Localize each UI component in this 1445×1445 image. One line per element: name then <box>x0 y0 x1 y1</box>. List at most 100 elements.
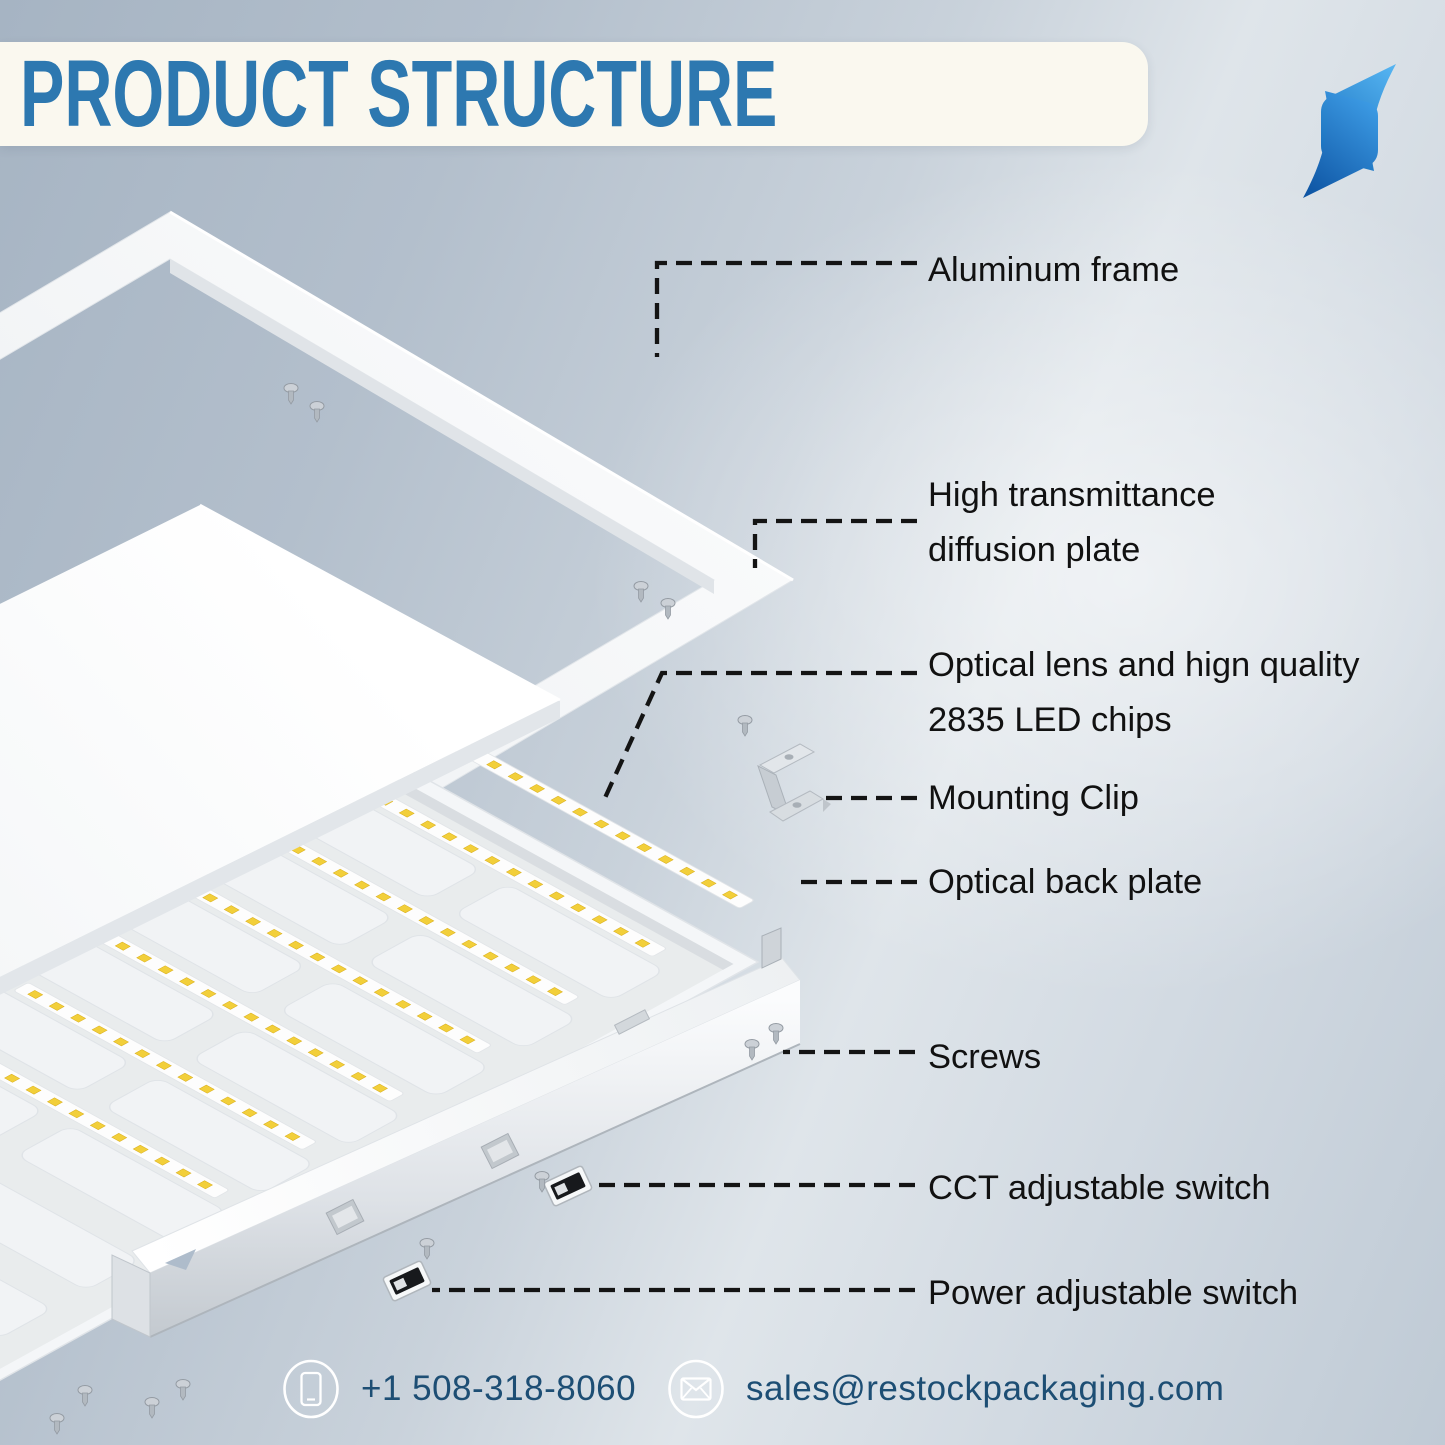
led-chip <box>529 784 546 793</box>
led-chip <box>284 1132 301 1141</box>
led-chip <box>200 989 217 998</box>
led-chip <box>223 905 240 915</box>
led-chip <box>263 1120 280 1130</box>
led-chip <box>136 953 153 963</box>
leader-aluminum-frame <box>654 260 917 357</box>
led-chip <box>459 1035 476 1045</box>
screw-icon <box>144 1397 160 1419</box>
led-chip <box>243 1012 260 1022</box>
led-chip <box>398 808 415 818</box>
led-chip <box>463 844 479 854</box>
led-chip <box>332 868 349 878</box>
led-chip <box>375 892 392 902</box>
led-chip <box>570 903 587 913</box>
led-chip <box>550 795 567 805</box>
led-chip <box>614 831 631 841</box>
leader-optical-lens <box>602 670 917 801</box>
led-chip <box>4 1073 21 1083</box>
led-chip <box>486 760 503 770</box>
led-chip <box>70 1013 87 1023</box>
panel-emboss <box>0 978 127 1090</box>
led-chip <box>220 1096 237 1106</box>
panel-emboss <box>196 1031 398 1143</box>
led-chip <box>155 1061 172 1070</box>
panel-emboss <box>0 1026 39 1138</box>
led-chip <box>113 1037 129 1047</box>
led-chip <box>547 987 563 996</box>
led-chip <box>197 1180 213 1190</box>
led-chip <box>330 964 347 974</box>
panel-emboss <box>108 1080 310 1191</box>
led-chip <box>179 977 196 987</box>
led-chip <box>396 904 413 914</box>
led-chip <box>177 1072 194 1082</box>
led-chip <box>505 867 522 877</box>
led-chip <box>350 1071 367 1081</box>
led-chip <box>175 1168 192 1178</box>
led-chip <box>329 1060 346 1069</box>
led-chip <box>48 1001 65 1011</box>
led-chip <box>461 939 478 949</box>
leader-diffusion-plate <box>752 518 917 568</box>
led-chip <box>439 928 456 937</box>
screw-icon <box>283 383 299 405</box>
mail-icon <box>668 1359 724 1419</box>
led-chip <box>507 772 524 782</box>
screw-icon <box>419 1238 435 1260</box>
page-title: PRODUCT STRUCTURE <box>20 40 778 147</box>
led-chip <box>372 1083 388 1093</box>
led-chip <box>27 990 44 999</box>
led-chip <box>420 820 437 830</box>
led-chip <box>25 1085 42 1095</box>
led-chip <box>571 807 588 817</box>
led-chip <box>309 952 326 962</box>
led-chip <box>441 832 458 842</box>
panel-emboss <box>371 935 573 1047</box>
led-chip <box>354 880 371 890</box>
led-chip <box>111 1133 128 1142</box>
led-chip <box>593 819 610 829</box>
led-chip <box>395 999 412 1009</box>
driver-housing-graphic <box>111 927 801 1338</box>
led-chip <box>636 843 653 853</box>
screw-icon <box>77 1385 93 1407</box>
panel-emboss <box>0 1224 48 1336</box>
footer-email-address: sales@restockpackaging.com <box>746 1369 1225 1408</box>
led-chip <box>154 1156 171 1166</box>
panel-emboss <box>283 983 485 1095</box>
label-power-switch: Power adjustable switch <box>928 1274 1299 1312</box>
led-chip <box>700 878 717 888</box>
power-switch-graphic <box>381 1259 433 1303</box>
led-chip <box>484 856 501 865</box>
phone-icon <box>283 1359 339 1419</box>
led-chip <box>418 916 435 925</box>
label-cct-switch: CCT adjustable switch <box>928 1169 1271 1207</box>
screw-icon <box>175 1379 191 1401</box>
title-banner: PRODUCT STRUCTURE <box>0 42 1148 146</box>
label-optical-lens: Optical lens and hign quality 2835 LED c… <box>928 646 1360 739</box>
led-chip <box>241 1108 258 1118</box>
led-chip <box>352 976 369 986</box>
led-chip <box>286 1036 303 1046</box>
led-chip <box>416 1011 433 1021</box>
mounting-clip-graphic <box>757 743 831 822</box>
led-chip <box>548 891 565 901</box>
led-chip <box>266 928 283 938</box>
led-chip <box>114 941 131 951</box>
footer-email: sales@restockpackaging.com <box>666 1359 1224 1419</box>
diffusion-plate-graphic <box>0 503 561 995</box>
footer-phone: +1 508-318-8060 <box>281 1359 636 1419</box>
led-chip <box>245 917 262 926</box>
led-chip <box>438 1023 455 1033</box>
screw-icon <box>309 401 325 423</box>
led-chip <box>91 1025 108 1035</box>
panel-emboss <box>458 886 660 998</box>
led-chip <box>221 1000 238 1010</box>
label-screws: Screws <box>928 1038 1042 1076</box>
led-chip <box>307 1048 324 1058</box>
led-chip <box>89 1121 106 1131</box>
led-chip <box>504 963 521 973</box>
led-chip <box>482 951 499 961</box>
